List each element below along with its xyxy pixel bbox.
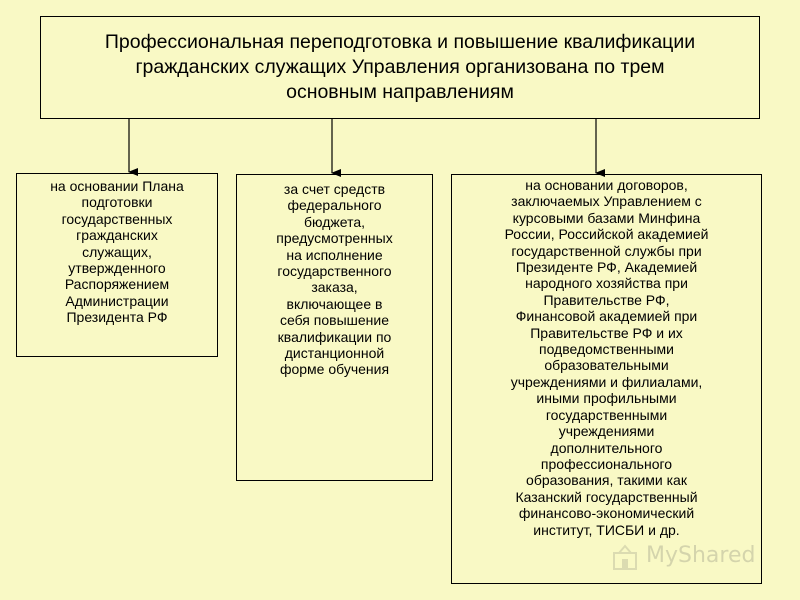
right-line: курсовыми базами Минфина (512, 209, 701, 226)
left-line: служащих, (82, 243, 152, 260)
right-line: на основании договоров, (525, 177, 688, 193)
middle-line: включающее в (286, 295, 383, 312)
middle-line: за счет средств (283, 181, 386, 197)
right-line: народного хозяйства при (525, 275, 688, 292)
watermark-text: MyShared (646, 543, 756, 568)
left-line: Президента РФ (66, 309, 168, 326)
right-line: профессионального (540, 455, 673, 472)
right-line: финансово-экономический (518, 505, 695, 522)
middle-line: бюджета, (304, 213, 365, 230)
direction-box-contracts: на основании договоров, заключаемых Упра… (451, 174, 762, 584)
right-line: институт, ТИСБИ и др. (533, 521, 680, 538)
right-line: учреждениями и филиалами, (510, 373, 703, 390)
middle-line: форме обучения (279, 361, 390, 378)
middle-line: себя повышение (279, 312, 390, 329)
middle-line: дистанционной (284, 345, 385, 362)
heading-line-1: Профессиональная переподготовка и повыше… (104, 31, 696, 53)
right-line: Финансовой академией при (515, 308, 698, 325)
right-line: Президенте РФ, Академией (515, 259, 698, 276)
middle-line: государственного (277, 263, 392, 280)
middle-line: предусмотренных (276, 230, 393, 247)
right-line: образовательными (544, 357, 669, 374)
right-line: подведомственными (538, 341, 675, 358)
right-line: заключаемых Управлением с (511, 193, 702, 210)
myshared-watermark: MyShared (610, 541, 770, 577)
direction-box-federal-budget: за счет средств федерального бюджета, пр… (236, 174, 433, 481)
middle-line: квалификации по (277, 328, 392, 345)
middle-line: заказа, (311, 279, 358, 296)
watermark-logo-icon (613, 544, 637, 570)
left-line: утвержденного (68, 260, 166, 277)
left-line: государственных (61, 210, 173, 227)
left-line: на основании Плана (50, 178, 184, 194)
right-line: дополнительного (550, 439, 663, 456)
right-line: учреждениями (558, 423, 655, 440)
right-line: государственными (545, 406, 668, 423)
right-line: Казанский государственный (515, 488, 698, 505)
main-heading-box: Профессиональная переподготовка и повыше… (40, 16, 760, 119)
heading-line-2: гражданских служащих Управления организо… (135, 56, 665, 78)
left-line: Распоряжением (64, 276, 170, 293)
heading-line-3: основным направлениям (286, 81, 514, 103)
middle-line: федерального (287, 197, 382, 214)
right-line: Правительстве РФ, (543, 291, 670, 308)
right-line: Правительстве РФ и их (530, 324, 683, 341)
right-line: России, Российской академией (504, 226, 709, 243)
left-line: гражданских (76, 227, 158, 244)
right-line: иными профильными (536, 390, 677, 407)
left-line: Администрации (65, 292, 169, 309)
direction-box-plan: на основании Плана подготовки государств… (16, 173, 218, 357)
right-line: государственной службы при (511, 242, 702, 259)
middle-line: на исполнение (286, 246, 383, 263)
right-line: образования, такими как (526, 472, 687, 489)
left-line: подготовки (81, 194, 153, 211)
